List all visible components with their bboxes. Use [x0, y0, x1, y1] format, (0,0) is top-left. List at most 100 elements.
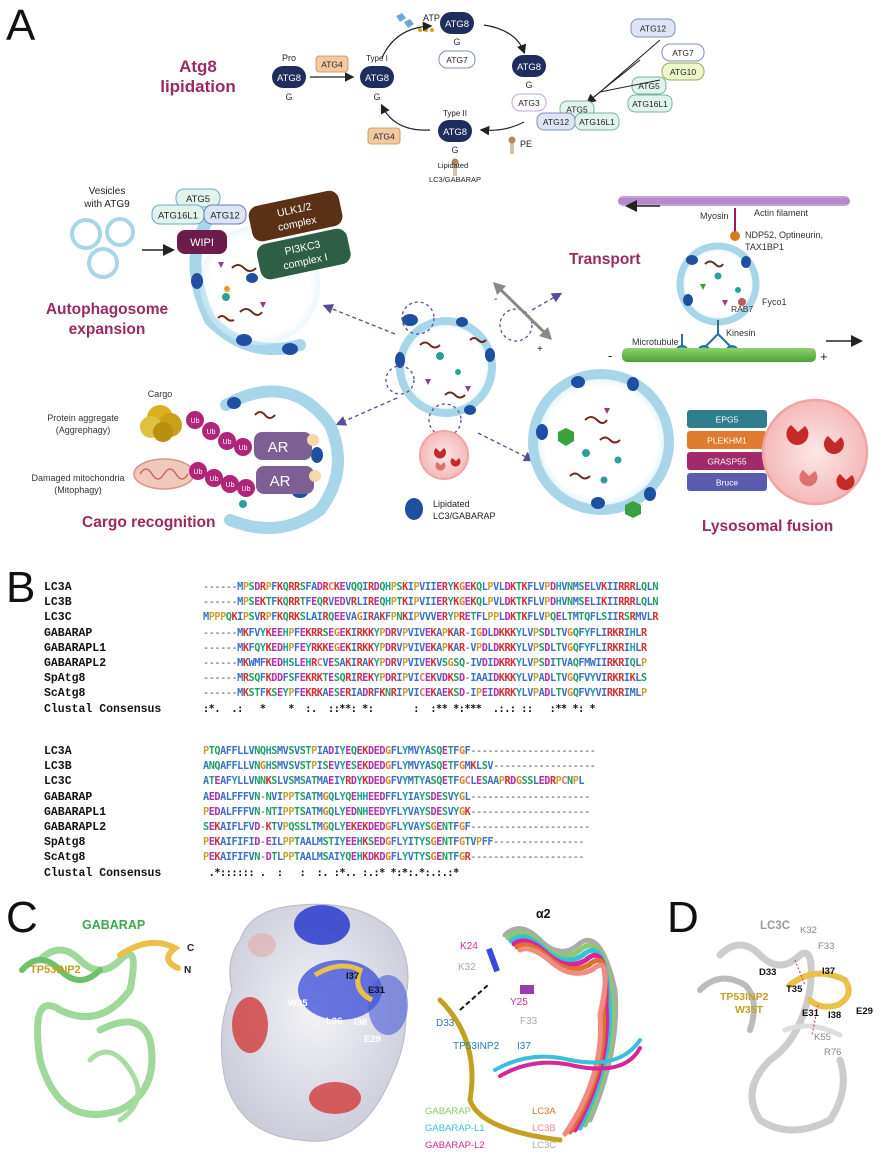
lc3c-ribbon — [697, 941, 847, 1134]
alignment-row-name: ScAtg8 — [44, 687, 86, 701]
atg8-atg3-node: ATG8 G ATG3 — [511, 55, 547, 112]
bruce-bar: Bruce — [687, 473, 767, 491]
grasp55-bar: GRASP55 — [687, 452, 767, 470]
atg10-box: ATG10 — [661, 62, 705, 81]
overlay-y25: Y25 — [510, 997, 528, 1008]
d-k32: K32 — [800, 925, 817, 936]
svg-text:ATG8: ATG8 — [445, 19, 469, 30]
surface-l36: L36 — [326, 1016, 342, 1027]
cycle-arrow-bottom-left — [380, 103, 431, 131]
overlay-d33: D33 — [436, 1018, 455, 1029]
d-i37: I37 — [822, 966, 835, 977]
overlay-ribbons — [437, 926, 642, 1143]
svg-text:ATG4: ATG4 — [373, 132, 395, 142]
alignment-row-name: Clustal Consensus — [44, 702, 162, 716]
atp-label: ATP — [423, 13, 440, 23]
svg-text:ATG12: ATG12 — [210, 211, 239, 222]
lc3c-label: LC3C — [760, 920, 790, 932]
tp53inp2-ribbon-d — [787, 959, 852, 1036]
svg-text:ATG5: ATG5 — [566, 105, 588, 115]
svg-text:Ub: Ub — [242, 486, 251, 493]
transport-title: Transport — [569, 251, 640, 268]
svg-text:ATG10: ATG10 — [670, 67, 697, 77]
alignment-consensus-row: Clustal Consensus:*. .: * * :. ::**: *: … — [0, 702, 886, 717]
alignment-row-name: GABARAPL2 — [44, 821, 107, 834]
surface-i37: I37 — [346, 971, 359, 982]
ulk-complex-box: ULK1/2 complex — [248, 190, 343, 242]
motility-double-arrow — [498, 287, 547, 335]
tp53inp2-ribbon-c — [117, 939, 181, 971]
svg-text:Ub: Ub — [239, 445, 248, 452]
overlay-i37: I37 — [517, 1041, 531, 1052]
adaptors-label-1: NDP52, Optineurin, — [745, 230, 823, 240]
lc3-legend-1: Lipidated — [433, 499, 470, 509]
atg16l1-box-right: ATG16L1 — [627, 94, 673, 113]
svg-text:AR: AR — [268, 439, 289, 456]
surface-w35: W35 — [288, 998, 308, 1009]
alignment-row-name: LC3C — [44, 775, 72, 789]
cargo-label: Cargo — [148, 389, 173, 399]
lc3-legend-icon — [405, 498, 423, 520]
legend-lc3c: LC3C — [532, 1140, 556, 1151]
legend-lc3a: LC3A — [532, 1106, 556, 1117]
d-i38: I38 — [828, 1010, 841, 1021]
mitochondria-icon — [133, 458, 195, 490]
tp53inp2-label-d-1: TP53INP2 — [720, 991, 769, 1003]
d-e29: E29 — [856, 1006, 873, 1017]
alignment-row-sequence: ------MRSQFKDDFSFEKRKTESQRIREKYPDRIPVICE… — [203, 673, 647, 685]
legend-gabarap-l1: GABARAP-L1 — [425, 1123, 485, 1134]
alignment-row: LC3A------MPSDRPFKQRRSFADRCKEVQQIRDQHPSK… — [0, 580, 886, 595]
tp53inp2-label-d-2: W35T — [735, 1004, 764, 1016]
type2-label: Type II — [443, 109, 467, 118]
overlay-k24: K24 — [460, 941, 478, 952]
surface-e29: E29 — [364, 1034, 381, 1045]
d-t35: T35 — [786, 984, 803, 995]
overlay-k32: K32 — [458, 962, 476, 973]
adaptor-dot — [730, 231, 740, 241]
alignment-row: GABARAPL2 SEKAIFLFVD-KTVPQSSLTMGQLYEKEKDE… — [0, 820, 886, 835]
rab7-dot — [738, 298, 746, 306]
dashed-arrows — [322, 292, 563, 462]
atg9-vesicles — [70, 217, 135, 279]
alignment-row-sequence: ------MPSDRPFKQRRSFADRCKEVQQIRDQHPSKIPVI… — [203, 582, 658, 593]
cycle-arrow-top-right — [483, 24, 527, 55]
mito-label-2: (Mitophagy) — [54, 485, 102, 495]
gabarap-label: GABARAP — [82, 918, 145, 932]
atg8-type1-node: ATG8 G — [360, 66, 394, 102]
svg-text:ATG8: ATG8 — [365, 73, 389, 84]
lc3-legend-2: LC3/GABARAP — [433, 511, 496, 521]
alignment-row-sequence: SEKAIFLFVD-KTVPQSSLTMGQLYEKEKDEDGFLYVAYS… — [203, 822, 590, 833]
atg4-box-top: ATG4 — [315, 55, 349, 73]
atg5-box-expansion: ATG5 — [175, 188, 221, 208]
svg-text:G: G — [373, 92, 380, 102]
lipidation-title-1: Atg8 — [179, 57, 217, 76]
fusion-lysosome — [761, 398, 869, 506]
atg8-pro-node: ATG8 G — [272, 66, 306, 102]
svg-text:ATG8: ATG8 — [277, 73, 301, 84]
center-plus: + — [537, 344, 543, 355]
pro-label: Pro — [282, 53, 296, 63]
alignment-row-name: Clustal Consensus — [44, 866, 162, 880]
alignment-row-sequence: ------MPSEKTFKQRRTFEQRVEDVRLIREQHPTKIPVI… — [203, 597, 658, 609]
svg-text:ATG16L1: ATG16L1 — [158, 211, 198, 222]
alignment-row-name: LC3A — [44, 745, 72, 758]
tp53inp2-label-c: TP53INP2 — [30, 964, 81, 976]
mt-minus: - — [608, 348, 612, 363]
microtubule-label: Microtubule — [632, 337, 679, 347]
vesicles-label-2: with ATG9 — [83, 199, 130, 210]
expansion-title-2: expansion — [69, 321, 146, 338]
svg-text:Ub: Ub — [207, 429, 216, 436]
sequence-alignment: LC3A ------MPSDRPFKQRRSFADRCKEVQQIRDQHPSK… — [0, 580, 886, 880]
transport-autophagosome — [676, 242, 760, 326]
pi3k-complex-box: PI3KC3 complex I — [256, 228, 351, 280]
svg-text:ATG16L1: ATG16L1 — [579, 117, 615, 127]
consensus-symbols: .*:::::: . : : :. :*.. :.:* *:*:.*:.:.:* — [203, 867, 460, 879]
alignment-row-name: LC3C — [44, 611, 72, 625]
overlay-tp53inp2: TP53INP2 — [453, 1041, 500, 1052]
fusion-title: Lysosomal fusion — [702, 518, 833, 535]
svg-text:ATG5: ATG5 — [638, 81, 660, 91]
legend-gabarap-l2: GABARAP-L2 — [425, 1140, 485, 1151]
fusion-autophagosome — [528, 369, 674, 518]
